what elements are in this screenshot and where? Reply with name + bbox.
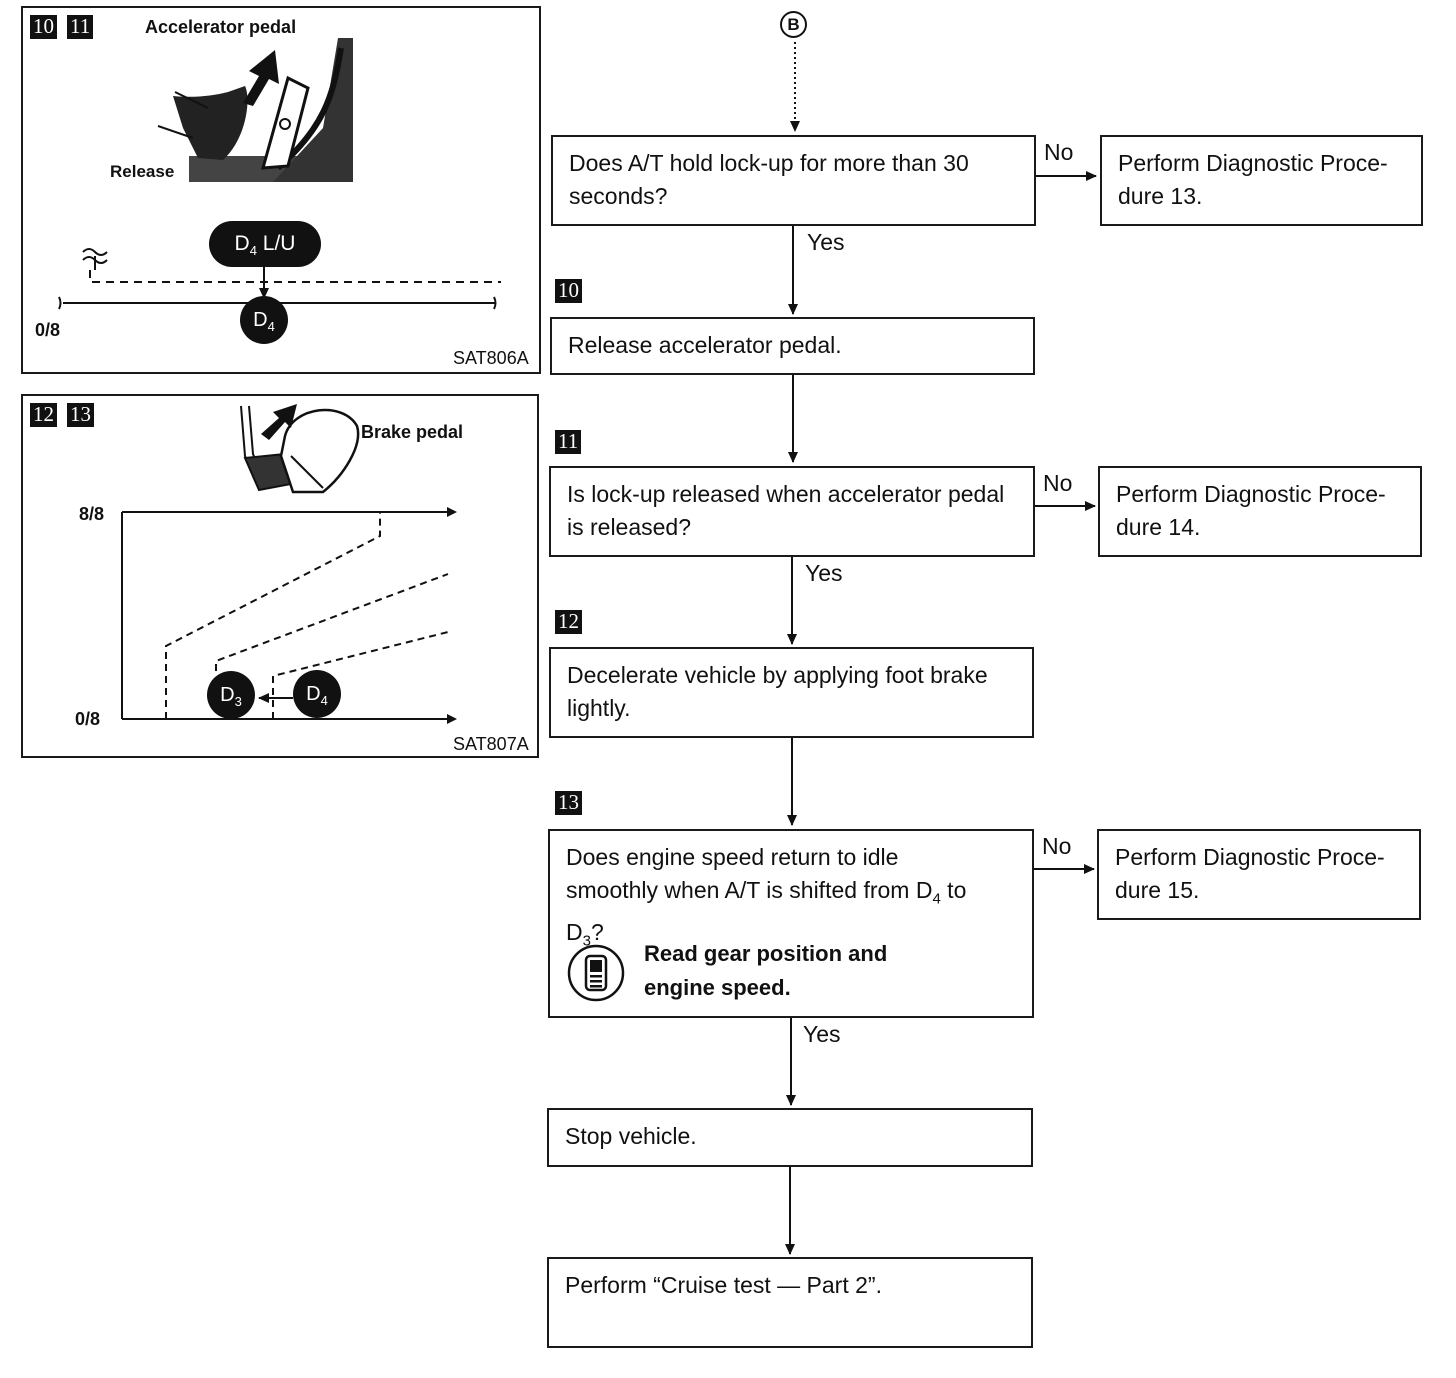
fig2-step-tag-13: 13 xyxy=(67,403,94,427)
fig2-title: Brake pedal xyxy=(361,422,464,442)
diagnostic-procedure-13-text: Perform Diagnostic Proce-dure 13. xyxy=(1118,150,1388,209)
cruise-test-part2-box: Perform “Cruise test — Part 2”. xyxy=(547,1257,1033,1348)
fig1-step-tag-10: 10 xyxy=(30,15,57,39)
q3-line-1: Does engine speed return to idle xyxy=(566,844,899,870)
stop-vehicle-text: Stop vehicle. xyxy=(565,1123,697,1149)
fig1-title: Accelerator pedal xyxy=(145,17,297,37)
q3-line-3: D3? xyxy=(566,918,604,950)
fig2-d4-gear: D4 xyxy=(293,670,341,718)
cruise-test-part2-text: Perform “Cruise test — Part 2”. xyxy=(565,1272,882,1298)
fig2-bottom-label: 0/8 xyxy=(75,709,101,729)
yes-label-2: Yes xyxy=(805,560,843,586)
fig2-top-label: 8/8 xyxy=(79,504,105,524)
fig1-code: SAT806A xyxy=(453,348,529,368)
step-tag-13: 13 xyxy=(555,791,582,815)
brake-shift-diagram xyxy=(121,404,457,724)
fig1-d4-lu-pill: D4 L/U xyxy=(209,221,321,267)
diagnostic-procedure-14-box: Perform Diagnostic Proce-dure 14. xyxy=(1098,466,1422,557)
diagnostic-procedure-15-text: Perform Diagnostic Proce-dure 15. xyxy=(1115,844,1385,903)
fig2-code: SAT807A xyxy=(453,734,529,754)
step-tag-12: 12 xyxy=(555,610,582,634)
decelerate-vehicle-box: Decelerate vehicle by applying foot brak… xyxy=(549,647,1034,738)
question-lockup-hold-text: Does A/T hold lock-up for more than 30 s… xyxy=(569,150,969,209)
question-engine-idle: Does engine speed return to idle smoothl… xyxy=(548,829,1034,1018)
yes-label-3: Yes xyxy=(803,1021,841,1047)
diagnostic-procedure-14-text: Perform Diagnostic Proce-dure 14. xyxy=(1116,481,1386,540)
stop-vehicle-box: Stop vehicle. xyxy=(547,1108,1033,1167)
connector-b: B xyxy=(780,11,807,38)
fig1-axis-label: 0/8 xyxy=(35,320,61,340)
fig2-d3-gear: D3 xyxy=(207,671,255,719)
decelerate-vehicle-text: Decelerate vehicle by applying foot brak… xyxy=(567,662,988,721)
handheld-tester-icon xyxy=(567,944,625,1002)
question-engine-idle-text: Does engine speed return to idle smoothl… xyxy=(566,841,1020,957)
q3-note: Read gear position and engine speed. xyxy=(644,941,888,1000)
release-accelerator-box: Release accelerator pedal. xyxy=(550,317,1035,375)
fig1-d4-gear: D4 xyxy=(240,296,288,344)
diagnostic-procedure-13-box: Perform Diagnostic Proce-dure 13. xyxy=(1100,135,1423,226)
question-lockup-hold: Does A/T hold lock-up for more than 30 s… xyxy=(551,135,1036,226)
accelerator-pedal-drawing xyxy=(58,38,501,310)
no-label-1: No xyxy=(1044,139,1074,165)
figure-accelerator-release: 10 11 Accelerator pedal Release D4 L/U xyxy=(21,6,541,374)
release-accelerator-text: Release accelerator pedal. xyxy=(568,332,842,358)
q3-line-2: smoothly when A/T is shifted from D4 to xyxy=(566,877,967,908)
step-tag-11: 11 xyxy=(555,430,582,454)
no-label-3: No xyxy=(1042,833,1072,859)
fig1-release-label: Release xyxy=(110,162,175,181)
no-label-2: No xyxy=(1043,470,1073,496)
figure-brake-decelerate: 12 13 Brake pedal 8/8 0/8 D3 D4 SAT807A xyxy=(21,394,539,758)
diagnostic-procedure-15-box: Perform Diagnostic Proce-dure 15. xyxy=(1097,829,1421,920)
fig2-step-tag-12: 12 xyxy=(30,403,57,427)
question-lockup-released-text: Is lock-up released when accelerator ped… xyxy=(567,481,1005,540)
step-tag-10: 10 xyxy=(555,279,582,303)
fig1-step-tag-11: 11 xyxy=(67,15,94,39)
question-lockup-released: Is lock-up released when accelerator ped… xyxy=(549,466,1035,557)
yes-label-1: Yes xyxy=(807,229,845,255)
